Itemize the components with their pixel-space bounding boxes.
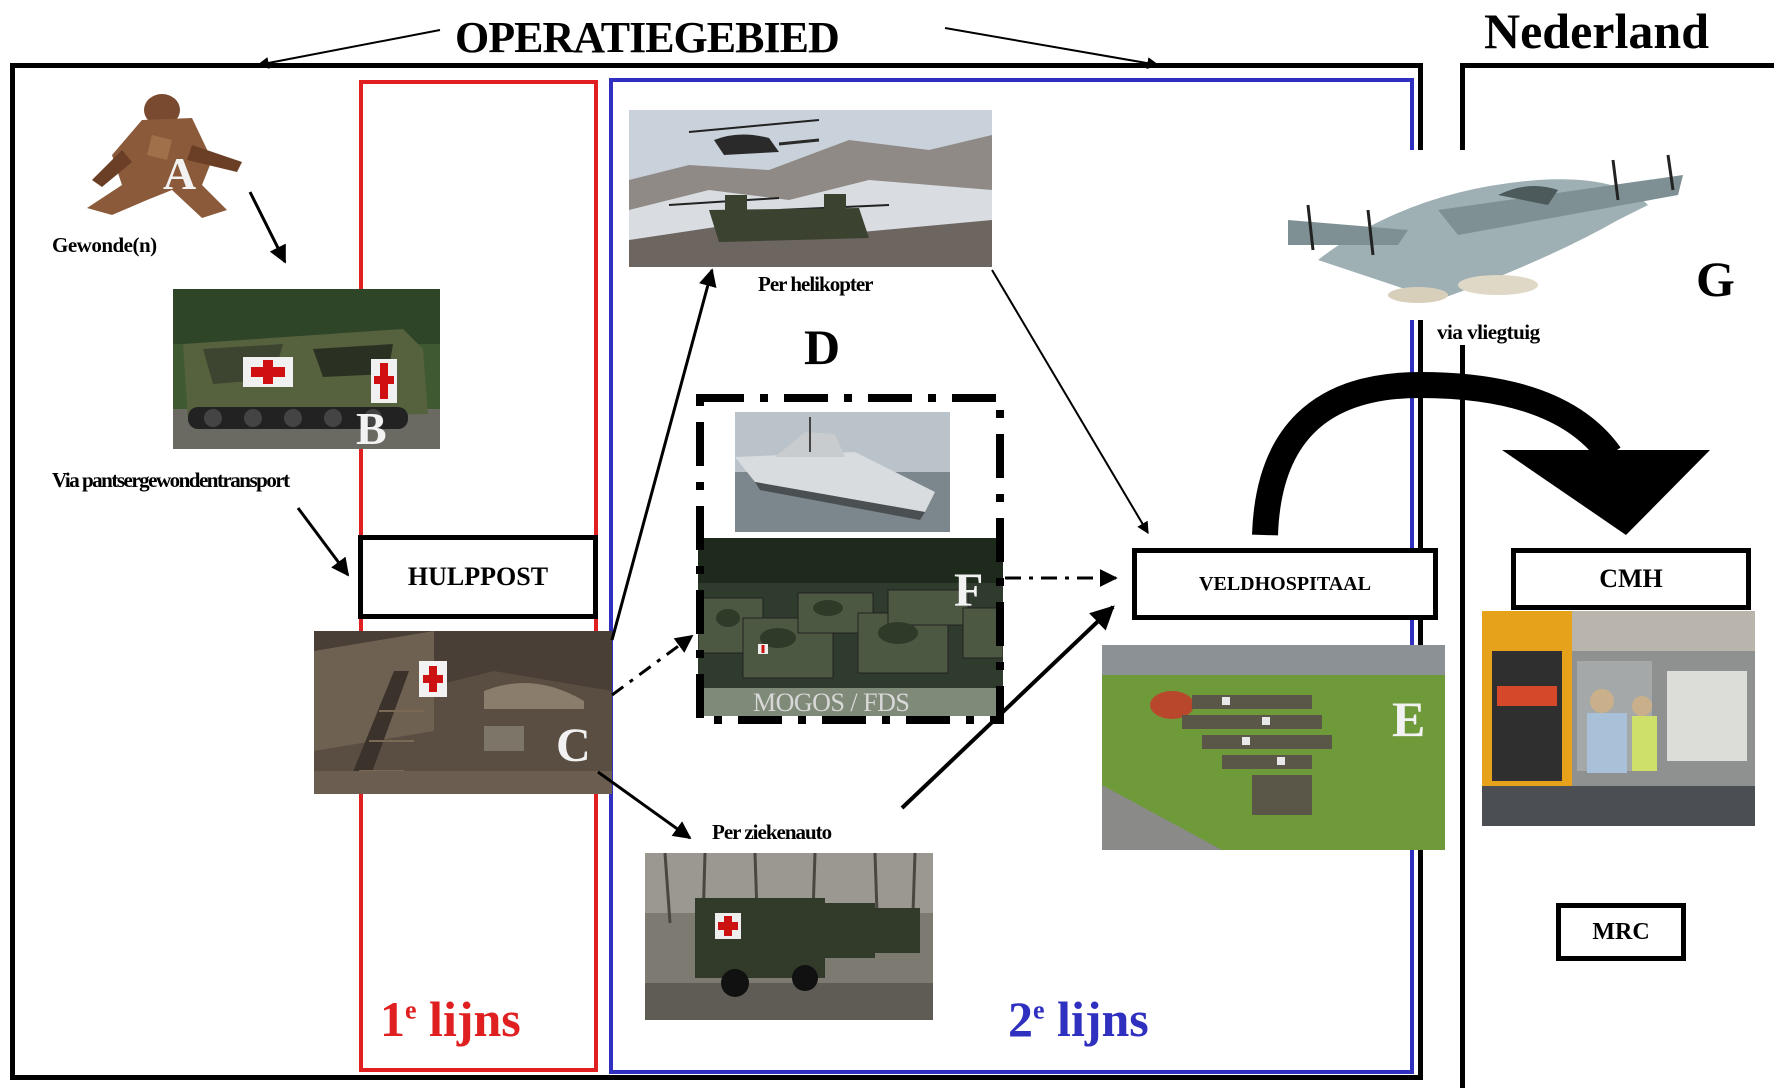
mogos-caption: MOGOS / FDS — [753, 688, 910, 717]
letter-c: C — [556, 719, 591, 772]
letter-b: B — [356, 403, 387, 454]
ambulances-photo — [645, 853, 933, 1020]
mrc-box: MRC — [1556, 903, 1686, 961]
letter-a: A — [163, 148, 197, 199]
pantser-transport-caption: Via pantsergewondentransport — [52, 468, 290, 492]
veldhospitaal-box: VELDHOSPITAAL — [1132, 548, 1438, 620]
armoured-ambulance-photo — [173, 289, 440, 449]
second-line-number: 2 — [1008, 991, 1033, 1047]
operatiegebied-title: OPERATIEGEBIED — [455, 13, 840, 62]
nederland-frame — [1460, 63, 1774, 1088]
second-line-label: 2e lijns — [1008, 990, 1149, 1048]
first-line-number: 1 — [380, 991, 405, 1047]
letter-g: G — [1696, 251, 1735, 307]
mogos-dashed-frame — [696, 394, 1004, 724]
wounded-soldier-photo — [52, 90, 250, 222]
ziekenauto-caption: Per ziekenauto — [712, 820, 832, 844]
helikopter-caption: Per helikopter — [758, 272, 874, 296]
cmh-hospital-photo — [1482, 611, 1755, 826]
letter-e: E — [1392, 691, 1426, 747]
letter-d: D — [804, 319, 841, 375]
first-line-superscript: e — [405, 995, 417, 1025]
first-line-word: lijns — [429, 991, 521, 1047]
hulppost-box: HULPPOST — [358, 535, 598, 619]
letter-f: F — [954, 564, 984, 617]
airplane-photo — [1288, 150, 1683, 320]
ship-photo — [735, 412, 950, 532]
vliegtuig-caption: via vliegtuig — [1437, 320, 1540, 345]
helicopter-photo — [629, 110, 992, 267]
second-line-word: lijns — [1057, 991, 1149, 1047]
nederland-title: Nederland — [1484, 3, 1709, 59]
field-hospital-photo — [1102, 645, 1445, 850]
first-line-label: 1e lijns — [380, 990, 521, 1048]
cmh-box: CMH — [1511, 548, 1751, 610]
second-line-superscript: e — [1033, 995, 1045, 1025]
aid-station-photo — [314, 631, 612, 794]
gewonden-caption: Gewonde(n) — [52, 233, 157, 257]
